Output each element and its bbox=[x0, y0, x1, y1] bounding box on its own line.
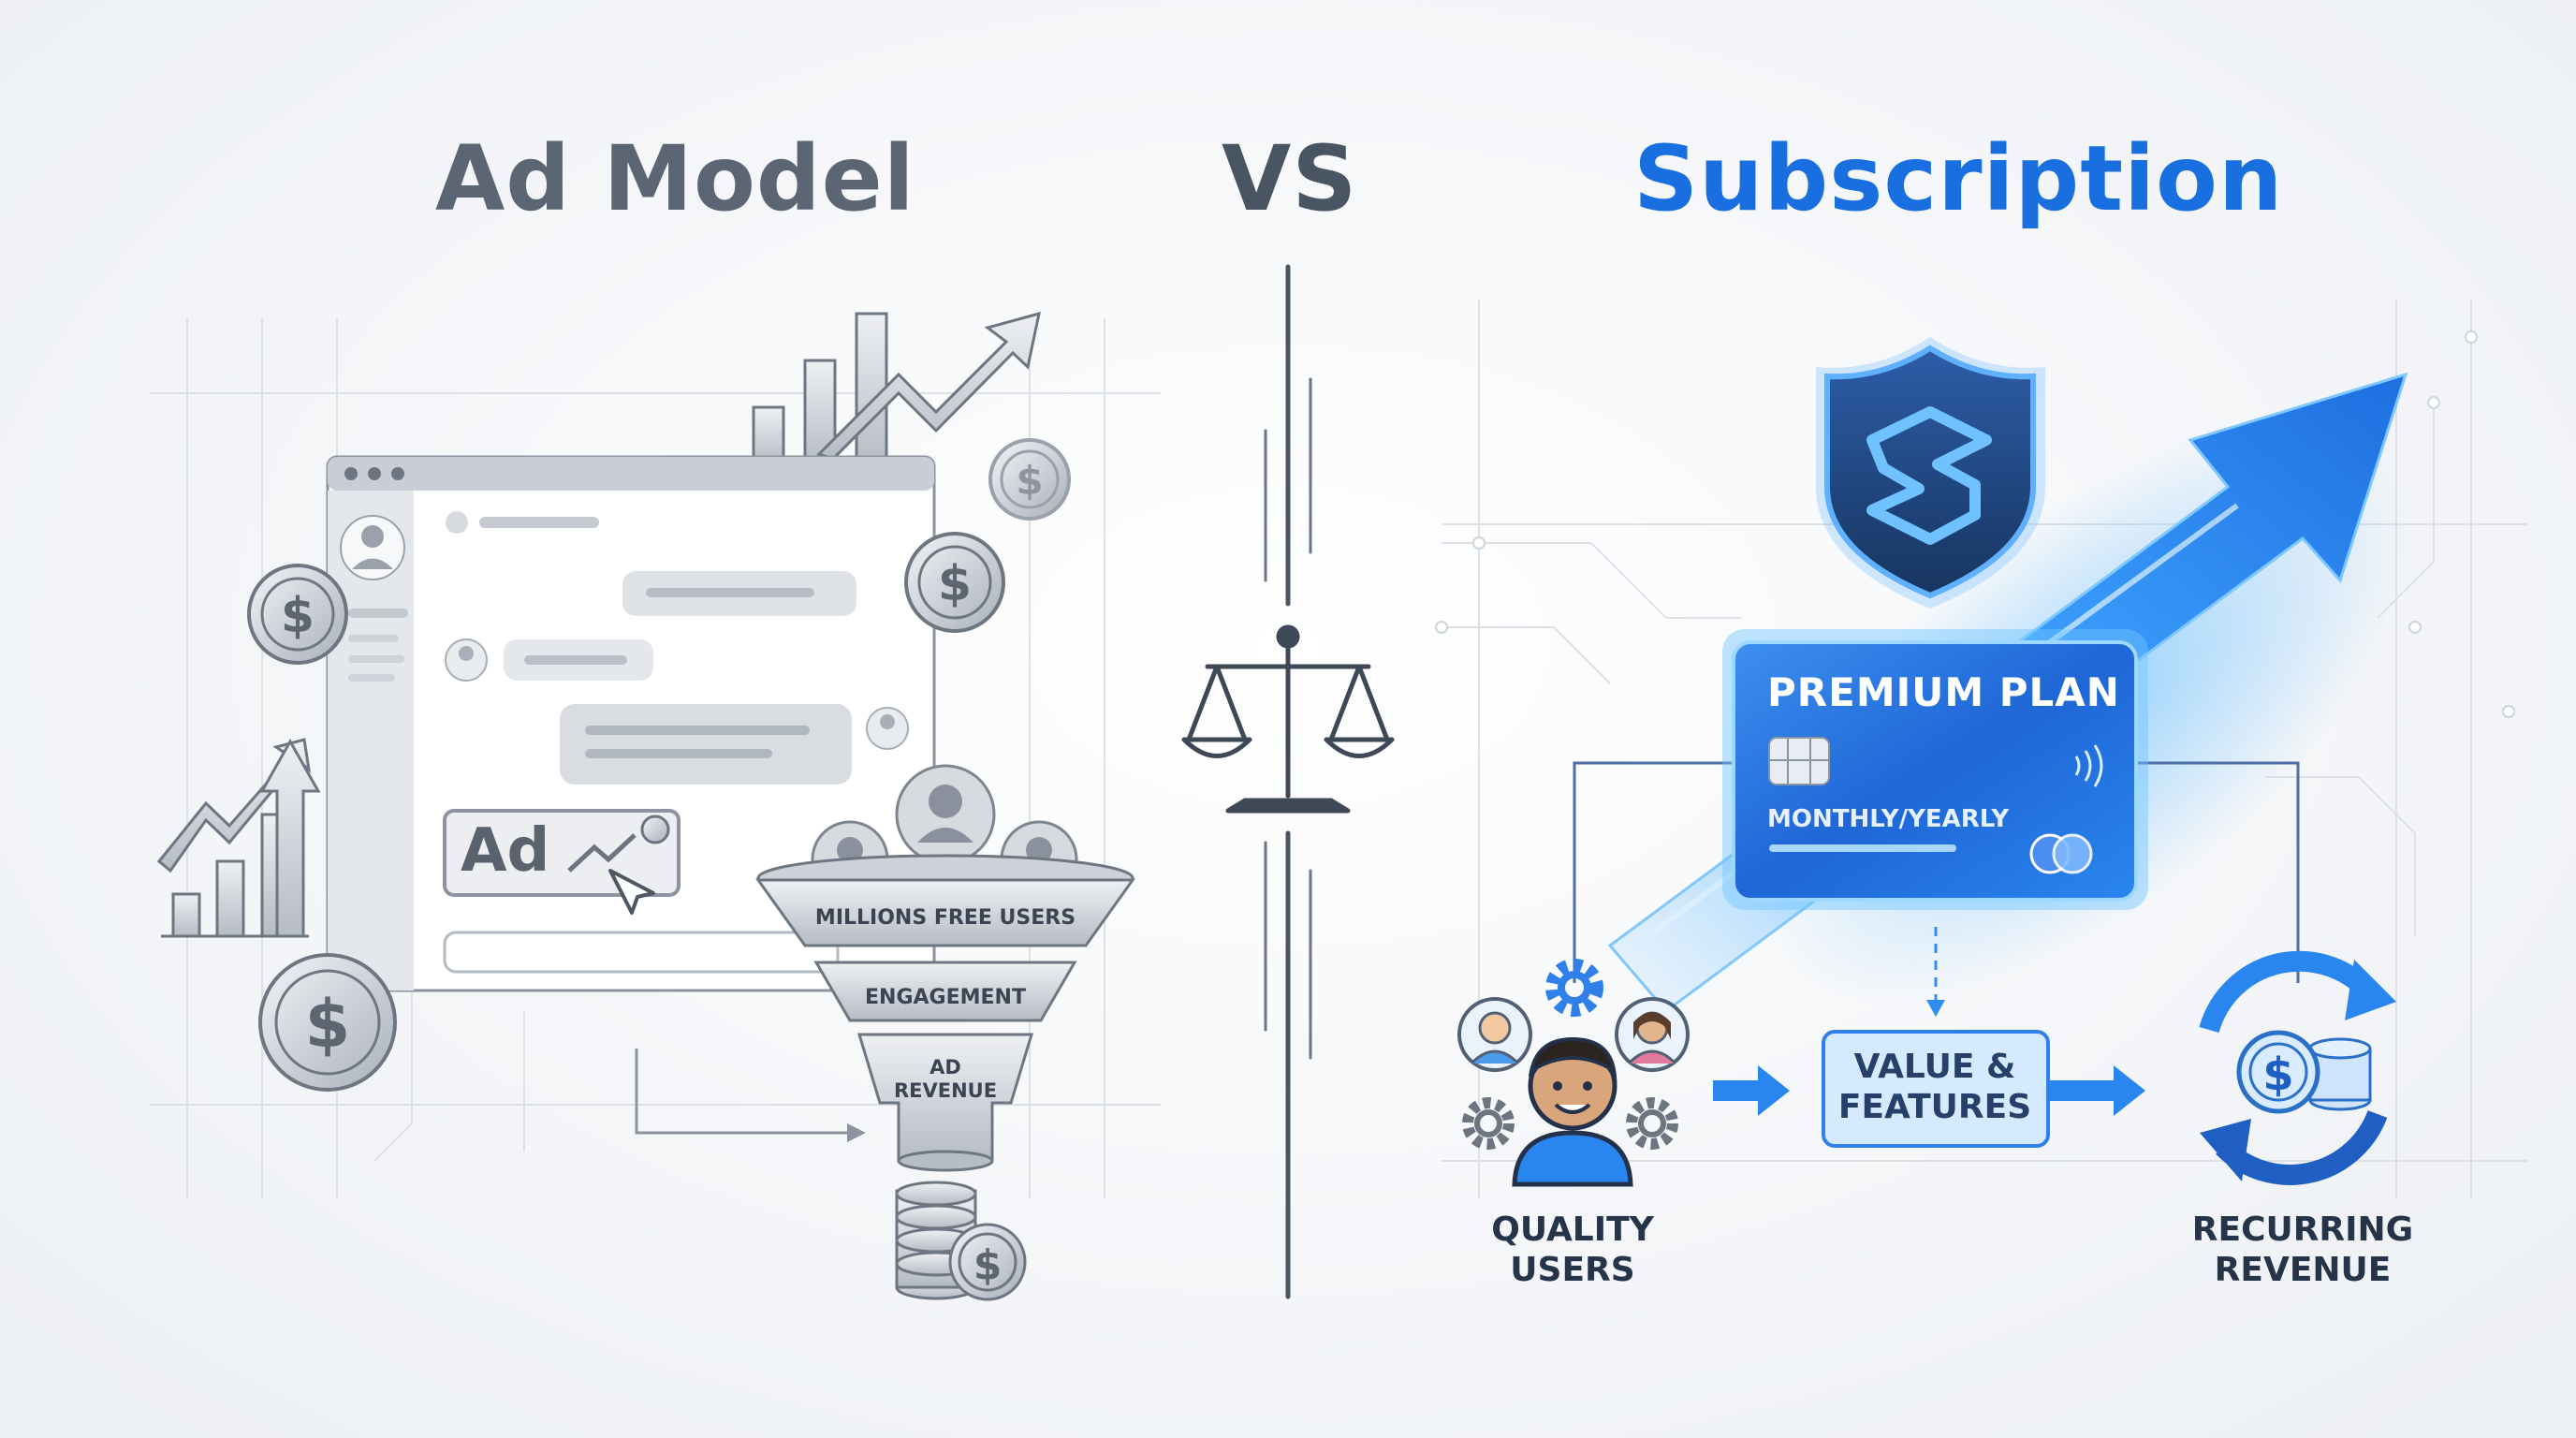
gear-icon bbox=[1462, 1097, 1678, 1150]
gear-icon bbox=[1545, 959, 1603, 1017]
shield-icon bbox=[1816, 337, 2045, 609]
vs-title: VS bbox=[1222, 126, 1358, 231]
logo-s-icon bbox=[1866, 406, 1992, 545]
value-line2: FEATURES bbox=[1837, 1088, 2032, 1126]
funnel bbox=[755, 764, 1135, 1172]
trend-arrow-icon bbox=[816, 311, 1041, 461]
contactless-icon bbox=[2074, 744, 2103, 787]
svg-text:$: $ bbox=[1016, 458, 1043, 504]
connector-lines bbox=[1573, 761, 2300, 983]
svg-text:$: $ bbox=[281, 588, 315, 644]
value-line1: VALUE & bbox=[1853, 1048, 2016, 1086]
funnel-middle-label: ENGAGEMENT bbox=[865, 986, 1026, 1009]
ad-badge-label: Ad bbox=[461, 816, 550, 886]
coin-symbols: $ $ $ $ bbox=[281, 458, 1044, 1063]
credit-card-icon bbox=[1722, 629, 2148, 910]
card-subtitle: MONTHLY/YEARLY bbox=[1767, 805, 2010, 833]
cursor-icon bbox=[608, 869, 655, 915]
quality-users-label: QUALITY USERS bbox=[1460, 1210, 1685, 1290]
scale-icon bbox=[1181, 624, 1395, 814]
recurring-cycle-icon: $ bbox=[2199, 950, 2396, 1185]
circuit-dots bbox=[1435, 330, 2515, 718]
value-features-box bbox=[1822, 1030, 2050, 1148]
ad-badge bbox=[443, 809, 681, 915]
svg-text:$: $ bbox=[938, 556, 972, 612]
trend-arrow-icon bbox=[259, 738, 321, 938]
quality-line1: QUALITY bbox=[1491, 1211, 1654, 1249]
ad-coin-icon bbox=[640, 814, 670, 844]
dollar-coin-icon bbox=[247, 438, 1071, 1092]
flow-arrow bbox=[1713, 1065, 2145, 1116]
flow-arrow bbox=[635, 1049, 852, 1135]
funnel-top-label: MILLIONS FREE USERS bbox=[814, 906, 1076, 930]
quality-users-group bbox=[1457, 959, 1690, 1187]
center-divider bbox=[1264, 264, 1312, 1299]
bar-chart-icon bbox=[752, 312, 888, 465]
subscription-title: Subscription bbox=[1633, 126, 2284, 231]
recurring-line2: REVENUE bbox=[2214, 1251, 2392, 1289]
quality-line2: USERS bbox=[1510, 1251, 1635, 1289]
funnel-bottom-line2: REVENUE bbox=[893, 1079, 998, 1102]
svg-text:$: $ bbox=[305, 986, 351, 1063]
coin-stack-icon bbox=[895, 1181, 1027, 1301]
chip-icon bbox=[1768, 737, 1830, 785]
svg-text:$: $ bbox=[2262, 1049, 2293, 1101]
funnel-bottom-line1: AD bbox=[929, 1056, 961, 1078]
funnel-bottom-label: AD REVENUE bbox=[871, 1056, 1020, 1103]
card-title: PREMIUM PLAN bbox=[1767, 669, 2120, 715]
ad-model-title: Ad Model bbox=[435, 126, 915, 231]
recurring-revenue-label: RECURRING REVENUE bbox=[2153, 1210, 2452, 1290]
svg-text:$: $ bbox=[973, 1241, 1003, 1289]
avatar-icon bbox=[1512, 1036, 1633, 1187]
ad-trend-icon bbox=[567, 833, 637, 873]
recurring-line1: RECURRING bbox=[2191, 1211, 2414, 1249]
value-features-label: VALUE & FEATURES bbox=[1827, 1047, 2042, 1127]
